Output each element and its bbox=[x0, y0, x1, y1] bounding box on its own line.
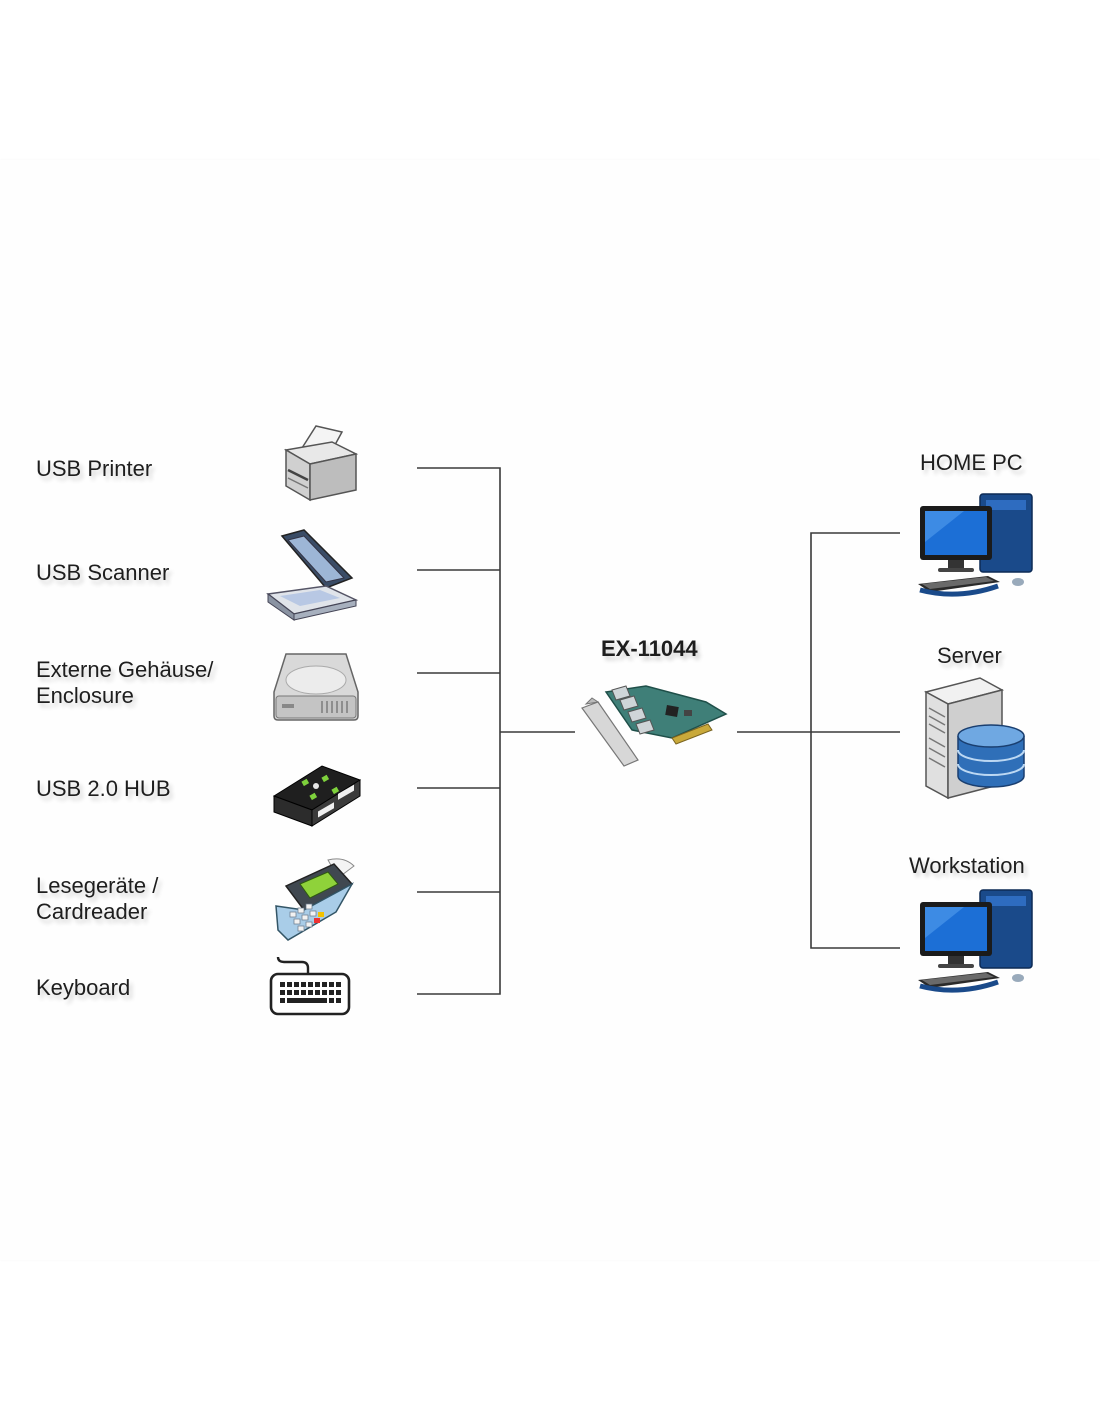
device-label-hub: USB 2.0 HUB bbox=[36, 776, 171, 801]
host-label-server: Server bbox=[937, 643, 1002, 668]
device-label-enclosure-line1: Externe Gehäuse/ bbox=[36, 657, 214, 682]
device-label-cardreader-line1: Lesegeräte / bbox=[36, 873, 159, 898]
host-label-workstation: Workstation bbox=[909, 853, 1025, 878]
device-label-scanner: USB Scanner bbox=[36, 560, 170, 585]
hard-drive-enclosure-icon bbox=[273, 653, 359, 721]
device-label-cardreader-line2: Cardreader bbox=[36, 899, 148, 924]
card-model-label: EX-11044 bbox=[601, 636, 698, 661]
device-label-enclosure-line2: Enclosure bbox=[36, 683, 134, 708]
device-label-printer: USB Printer bbox=[36, 456, 153, 481]
pcie-usb-card-icon bbox=[581, 685, 728, 767]
scanner-icon bbox=[266, 529, 359, 621]
device-bus-line bbox=[417, 467, 501, 995]
host-label-home-pc: HOME PC bbox=[920, 450, 1023, 475]
diagram-panel bbox=[0, 160, 1100, 1260]
desktop-computer-icon bbox=[918, 493, 1033, 597]
keyboard-icon bbox=[269, 956, 351, 1016]
workstation-computer-icon bbox=[918, 889, 1033, 993]
card-reader-terminal-icon bbox=[275, 858, 355, 941]
usb-hub-icon bbox=[272, 765, 362, 827]
server-database-icon bbox=[923, 677, 1025, 800]
printer-icon bbox=[283, 425, 359, 502]
host-bus-line bbox=[810, 532, 900, 949]
device-label-keyboard: Keyboard bbox=[36, 975, 131, 1000]
